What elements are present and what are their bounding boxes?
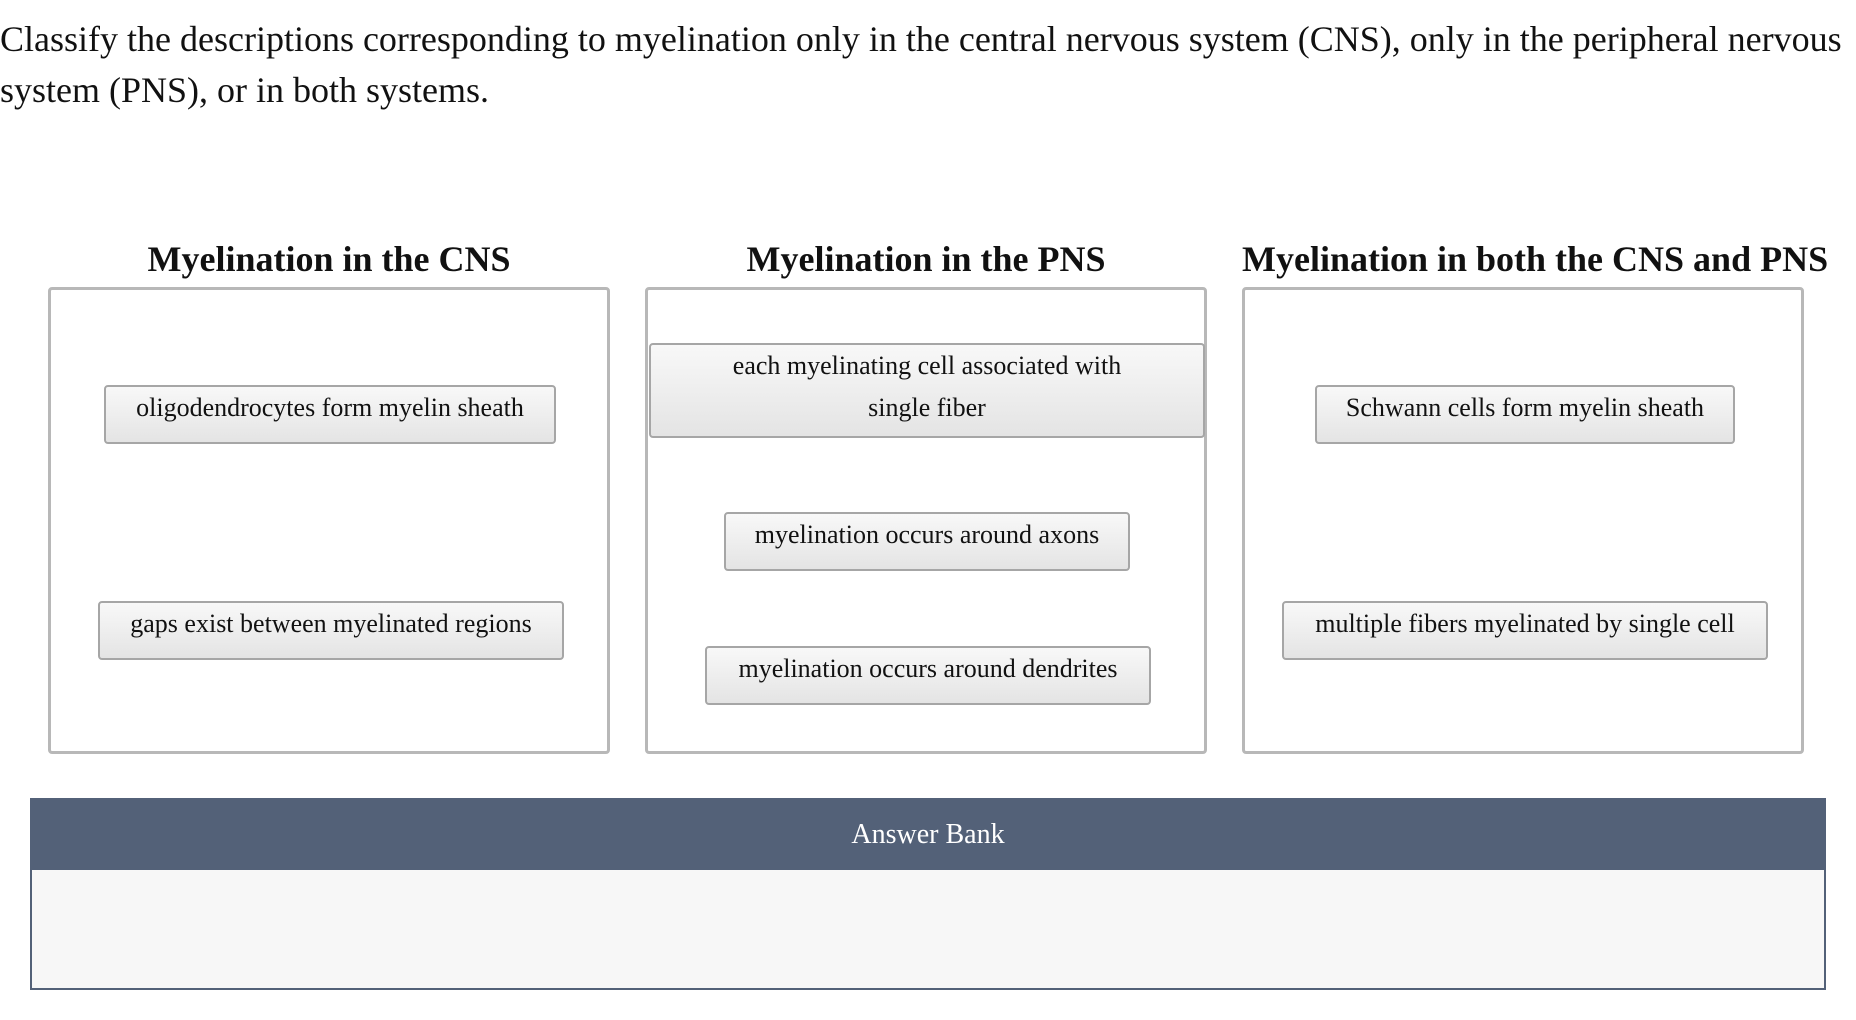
bin-title-pns: Myelination in the PNS bbox=[746, 239, 1106, 279]
draggable-card[interactable]: oligodendrocytes form myelin sheath bbox=[104, 385, 556, 444]
draggable-card[interactable]: gaps exist between myelinated regions bbox=[98, 601, 564, 660]
answer-bank-dropzone[interactable] bbox=[32, 870, 1824, 990]
draggable-card[interactable]: myelination occurs around dendrites bbox=[705, 646, 1151, 705]
draggable-card[interactable]: each myelinating cell associated with si… bbox=[649, 343, 1205, 438]
draggable-card[interactable]: myelination occurs around axons bbox=[724, 512, 1130, 571]
bin-title-cns: Myelination in the CNS bbox=[147, 239, 511, 279]
answer-bank[interactable]: Answer Bank bbox=[30, 798, 1826, 990]
answer-bank-header: Answer Bank bbox=[32, 800, 1824, 870]
bin-cns-dropzone[interactable]: oligodendrocytes form myelin sheath gaps… bbox=[48, 287, 610, 754]
bin-pns-dropzone[interactable]: each myelinating cell associated with si… bbox=[645, 287, 1207, 754]
draggable-card[interactable]: Schwann cells form myelin sheath bbox=[1315, 385, 1735, 444]
question-prompt: Classify the descriptions corresponding … bbox=[0, 19, 1842, 110]
bin-title-both: Myelination in both the CNS and PNS bbox=[1242, 239, 1829, 279]
draggable-card[interactable]: multiple fibers myelinated by single cel… bbox=[1282, 601, 1768, 660]
bin-both-dropzone[interactable]: Schwann cells form myelin sheath multipl… bbox=[1242, 287, 1804, 754]
